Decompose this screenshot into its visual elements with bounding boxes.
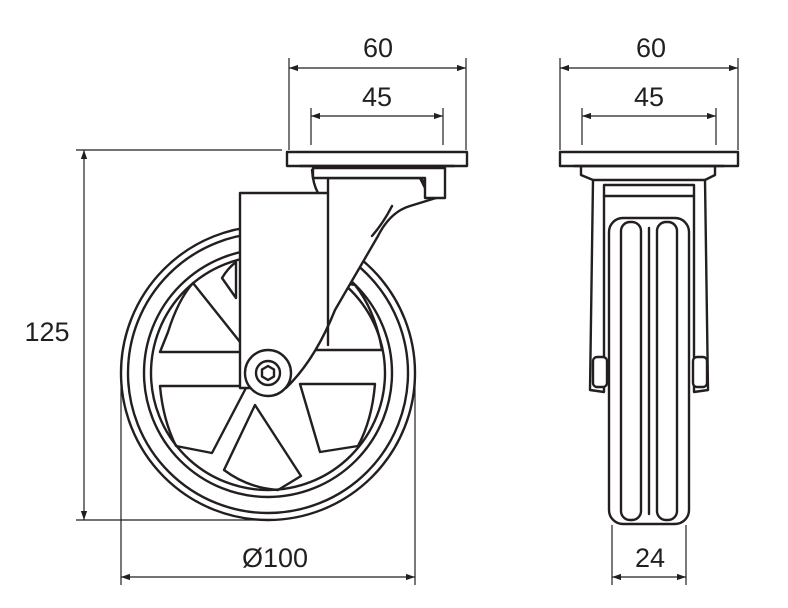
front-view xyxy=(119,150,469,522)
side-plate-width-dimension: 60 xyxy=(559,33,739,150)
side-hole-spacing-dimension: 45 xyxy=(581,82,717,145)
swivel-housing-front xyxy=(238,168,438,390)
front-plate-width-dimension: 60 xyxy=(288,33,467,150)
axle-side xyxy=(591,355,709,389)
front-plate-width-label: 60 xyxy=(363,33,393,63)
wheel-spoke-openings xyxy=(158,260,384,492)
overall-height-dimension: 125 xyxy=(24,149,282,521)
wheel-width-dimension: 24 xyxy=(611,525,687,585)
axle-hub-front xyxy=(243,348,293,398)
wheel-width-label: 24 xyxy=(635,543,665,573)
side-hole-spacing-label: 45 xyxy=(634,82,664,112)
overall-height-label: 125 xyxy=(24,317,69,347)
side-view xyxy=(558,150,740,526)
front-hole-spacing-dimension: 45 xyxy=(310,82,444,145)
wheel-diameter-dimension: Ø100 xyxy=(120,373,416,585)
side-plate-width-label: 60 xyxy=(636,33,666,63)
front-hole-spacing-label: 45 xyxy=(362,82,392,112)
wheel-diameter-label: Ø100 xyxy=(242,543,308,573)
top-plate-front xyxy=(285,150,469,200)
top-plate-side xyxy=(558,150,740,168)
wheel-side xyxy=(607,216,691,526)
